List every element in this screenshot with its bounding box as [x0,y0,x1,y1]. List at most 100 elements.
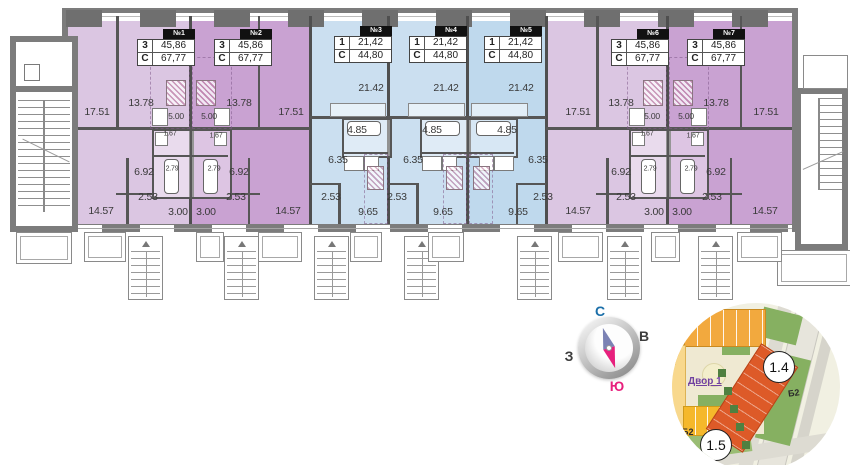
kitchen-zone [443,154,467,224]
room-area-label: 21.42 [433,82,459,94]
room-area-label: 17.51 [565,106,591,118]
room-area-label: 6.35 [328,154,348,166]
map-building [684,309,766,347]
sink-icon [691,108,707,126]
bathtub-icon [641,159,656,194]
elevator [24,64,40,81]
apartment-area-value: 45,86 [627,40,668,53]
balcony-inner [741,236,778,258]
room-area-label: 6.92 [611,166,631,178]
room-area-label: 13.78 [608,97,634,109]
room-area-label: 4.85 [347,124,367,136]
room-area-label: 14.57 [275,205,301,217]
apartment-number-tab: №1 [163,29,195,39]
washer-icon [214,132,227,146]
compass-north-label: С [594,303,606,319]
apartment-number-tab: №5 [510,26,542,36]
facade-piers [66,10,792,27]
room-wall [190,155,228,157]
balcony-inner [262,236,298,258]
balcony [258,232,302,262]
apartment-area-value: С [215,52,230,65]
room-wall [190,127,310,130]
balcony-inner [200,236,220,258]
room-area-label: 3.00 [196,206,216,218]
apartment-number-tab: №6 [637,29,669,39]
bathtub-icon [425,121,460,136]
room-area-label: 9.65 [508,206,528,218]
apartment-area-value: 3 [138,40,153,53]
kitchen-zone [469,154,493,224]
room-wall [152,155,190,157]
sink-icon [214,108,230,126]
room-wall [116,193,152,195]
room-wall [257,16,260,128]
room-wall [629,155,667,157]
room-wall [388,183,416,185]
stove-icon [446,166,463,190]
room-area-label: 2.53 [226,191,246,203]
room-area-label: 6.92 [229,166,249,178]
apartment-area-value: 3 [688,40,703,53]
sink-icon [629,108,645,126]
balcony [737,232,782,262]
balcony-inner [88,236,122,258]
entrance-stairs [224,236,259,300]
apartment-area-value: 45,86 [703,40,744,53]
room-area-label: 3.00 [672,206,692,218]
room-area-label: 5.00 [168,111,184,121]
up-arrow-icon [417,241,426,247]
block-label-b2-top: Б2 [701,305,714,317]
up-arrow-icon [530,241,539,247]
up-arrow-icon [237,241,246,247]
apartment-area-value: 21,42 [500,37,541,50]
apartment-area-value: 67,77 [237,52,264,64]
stair-divider [818,98,820,190]
room-area-label: 2.53 [702,191,722,203]
room-wall [388,116,467,119]
sink-icon [494,156,514,171]
apartment-area-value: 1 [410,37,425,50]
entrance-porch [777,250,850,286]
room-area-label: 3.00 [644,206,664,218]
room-area-label: 1.67 [640,130,654,138]
room-area-label: 5.00 [678,111,694,121]
room-area-label: 17.51 [753,106,779,118]
compass-east-label: В [638,328,650,344]
yard-link[interactable]: Двор 1 [688,376,722,387]
washer-icon [691,132,704,146]
room-wall [729,158,732,224]
balcony-inner [354,236,378,258]
party-wall [386,16,390,224]
apartment-area-value: С [688,52,703,65]
up-arrow-icon [620,241,629,247]
room-wall [228,193,260,195]
tower-wall [16,86,72,92]
apartment-area-value: 45,86 [230,40,271,53]
stair-detail [241,251,243,297]
map-building [672,345,686,439]
apartment-area-value: 44,80 [507,49,534,61]
block-label-b2-bottom: Б2 [682,427,694,437]
apartment-area-value: 3 [215,40,230,53]
sink-icon [422,156,442,171]
apartment-area-value: 45,86 [153,40,194,53]
room-wall [342,152,388,154]
room-area-label: 2.53 [616,191,636,203]
room-area-label: 13.78 [128,97,154,109]
building-badge-1-4[interactable]: 1.4 [763,351,795,383]
apartment-area-value: 1 [485,37,500,50]
room-area-label: 14.57 [88,205,114,217]
apartment-area-value: 67,77 [160,52,187,64]
balcony [558,232,603,262]
party-wall [665,16,669,224]
sink-icon [344,156,364,171]
room-wall [667,127,792,130]
bush [718,369,726,377]
room-wall [667,155,705,157]
room-area-label: 1.67 [163,130,177,138]
room-area-label: 13.78 [703,97,729,109]
apartment-number-tab: №4 [435,26,467,36]
building-badge-1-5[interactable]: 1.5 [700,429,732,461]
